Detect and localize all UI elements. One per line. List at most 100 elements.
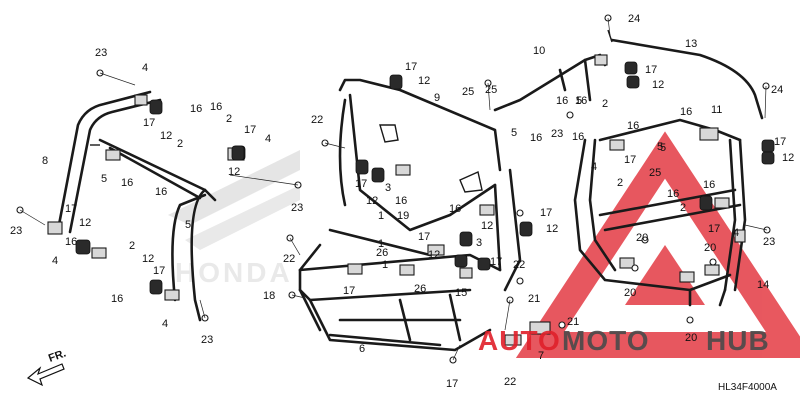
callout-12: 12 — [546, 223, 558, 235]
callout-3: 3 — [476, 237, 482, 249]
callout-16: 16 — [572, 131, 584, 143]
left-side-frame-8 — [47, 90, 246, 322]
callout-5: 5 — [657, 141, 663, 153]
callout-4: 4 — [733, 227, 739, 239]
callout-17: 17 — [143, 117, 155, 129]
callout-4: 4 — [265, 133, 271, 145]
callout-13: 13 — [685, 38, 697, 50]
callout-15: 15 — [455, 287, 467, 299]
callout-25: 25 — [649, 167, 661, 179]
callout-17: 17 — [624, 154, 636, 166]
callout-16: 16 — [155, 186, 167, 198]
callout-12: 12 — [79, 217, 91, 229]
callout-17: 17 — [490, 256, 502, 268]
callout-16: 16 — [121, 177, 133, 189]
callout-17: 17 — [355, 178, 367, 190]
callout-22: 22 — [283, 253, 295, 265]
wordmark-moto: MOTO — [562, 325, 649, 356]
callout-24: 24 — [771, 84, 783, 96]
callout-16: 16 — [395, 195, 407, 207]
wordmark-hub: HUB — [706, 325, 770, 356]
callout-16: 16 — [703, 179, 715, 191]
callout-16: 16 — [449, 203, 461, 215]
callout-17: 17 — [153, 265, 165, 277]
callout-10: 10 — [533, 45, 545, 57]
automotohub-wordmark: AUTO MOTO HUB — [478, 325, 770, 356]
callout-26: 26 — [376, 247, 388, 259]
callout-5: 5 — [511, 127, 517, 139]
callout-23: 23 — [763, 236, 775, 248]
callout-11: 11 — [711, 104, 722, 116]
fastener-set — [16, 14, 775, 364]
callout-5: 5 — [101, 173, 107, 185]
callout-24: 24 — [628, 13, 640, 25]
callout-2: 2 — [226, 113, 232, 125]
callout-17: 17 — [774, 136, 786, 148]
callout-18: 18 — [263, 290, 275, 302]
callout-2: 2 — [129, 240, 135, 252]
callout-2: 2 — [617, 177, 623, 189]
callout-7: 7 — [538, 350, 544, 362]
callout-16: 16 — [210, 101, 222, 113]
callout-23: 23 — [551, 128, 563, 140]
callout-16: 16 — [627, 120, 639, 132]
callout-12: 12 — [782, 152, 794, 164]
callout-16: 16 — [190, 103, 202, 115]
callout-5: 5 — [576, 95, 582, 107]
callout-1: 1 — [378, 238, 384, 250]
callout-23: 23 — [201, 334, 213, 346]
callout-17: 17 — [418, 231, 430, 243]
callout-12: 12 — [228, 166, 240, 178]
callout-17: 17 — [446, 378, 458, 390]
callout-23: 23 — [10, 225, 22, 237]
callout-17: 17 — [645, 64, 657, 76]
callout-12: 12 — [418, 75, 430, 87]
wordmark-auto: AUTO — [478, 325, 561, 356]
callout-20: 20 — [685, 332, 697, 344]
callout-22: 22 — [311, 114, 323, 126]
callout-21: 21 — [567, 316, 579, 328]
callout-22: 22 — [504, 376, 516, 388]
callout-25: 25 — [485, 84, 497, 96]
center-main-frame-9 — [298, 78, 551, 352]
callout-12: 12 — [366, 195, 378, 207]
callout-14: 14 — [757, 279, 769, 291]
callout-16: 16 — [530, 132, 542, 144]
callout-20: 20 — [704, 242, 716, 254]
callout-2: 2 — [602, 98, 608, 110]
callout-17: 17 — [65, 203, 77, 215]
callout-6: 6 — [359, 343, 365, 355]
callout-17: 17 — [244, 124, 256, 136]
upper-rear-bar-10 — [493, 53, 608, 112]
callout-26: 26 — [414, 283, 426, 295]
callout-4: 4 — [142, 62, 148, 74]
callout-2: 2 — [680, 202, 686, 214]
callout-20: 20 — [636, 232, 648, 244]
callout-12: 12 — [142, 253, 154, 265]
callout-23: 23 — [95, 47, 107, 59]
callout-23: 23 — [291, 202, 303, 214]
diagram-code: HL34F4000A — [718, 382, 777, 393]
callout-12: 12 — [428, 249, 440, 261]
callout-16: 16 — [667, 188, 679, 200]
callout-numbers: 24 13 10 17 12 17 12 25 16 5 16 9 23 4 1… — [10, 13, 794, 390]
callout-8: 8 — [42, 155, 48, 167]
callout-3: 3 — [385, 182, 391, 194]
callout-22: 22 — [513, 259, 525, 271]
callout-1: 1 — [378, 210, 384, 222]
callout-16: 16 — [680, 106, 692, 118]
callout-17: 17 — [343, 285, 355, 297]
right-side-frame-14 — [573, 118, 747, 307]
callout-16: 16 — [575, 95, 587, 107]
callout-2: 2 — [177, 138, 183, 150]
callout-5: 5 — [660, 142, 666, 154]
callout-4: 4 — [591, 161, 597, 173]
callout-5: 5 — [185, 219, 191, 231]
callout-4: 4 — [162, 318, 168, 330]
callout-9: 9 — [434, 92, 440, 104]
callout-4: 4 — [52, 255, 58, 267]
callout-17: 17 — [708, 223, 720, 235]
callout-1: 1 — [382, 259, 388, 271]
front-direction-indicator: FR. — [26, 347, 68, 387]
